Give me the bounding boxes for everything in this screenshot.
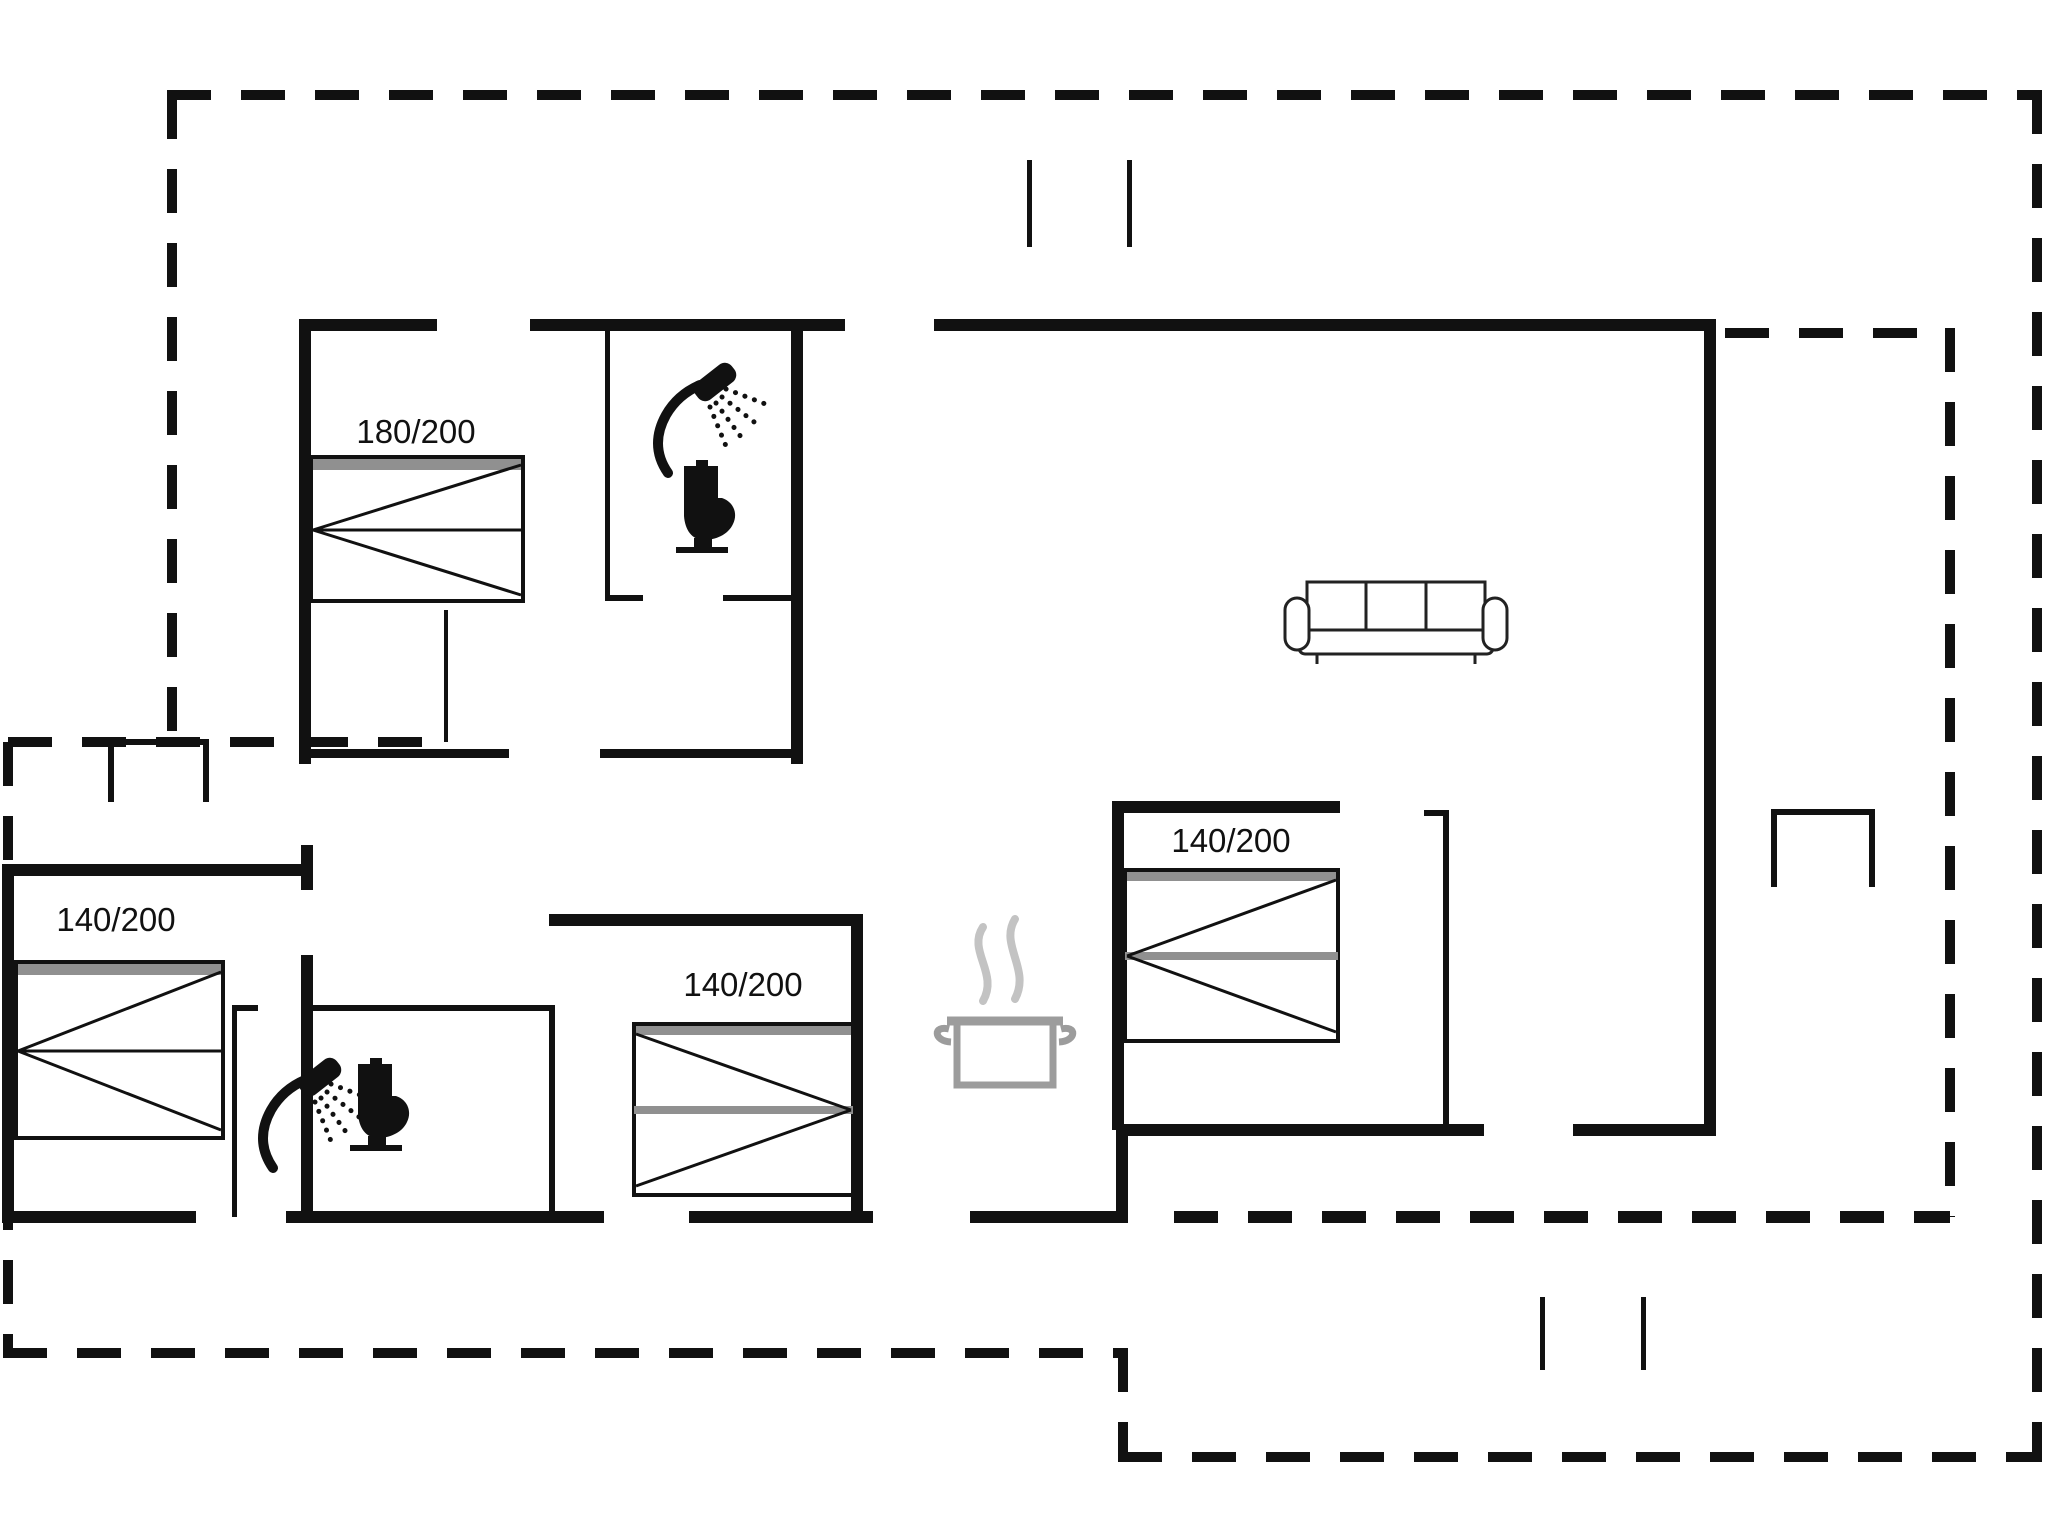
wall-south-3	[689, 1211, 873, 1223]
boundary-top	[167, 90, 2042, 100]
boundary-left-upper	[167, 95, 177, 747]
cooking-pot-icon	[933, 915, 1077, 1089]
bed-2-label: 140/200	[683, 966, 803, 1003]
bed-3-label: 140/200	[1171, 822, 1291, 859]
wall-bath1-left	[605, 325, 610, 600]
bed-4	[14, 960, 225, 1140]
terrace-right-top	[1725, 328, 1950, 338]
terrace-u-icon-left	[108, 739, 209, 802]
wall-bedroom2-top	[549, 914, 860, 926]
shower-icon	[653, 362, 771, 478]
wall-north-1	[305, 319, 437, 331]
wall-bedroom1-left	[299, 319, 311, 764]
wall-south-4	[970, 1211, 1128, 1223]
wall-se-connector	[1116, 1124, 1128, 1223]
wall-entry-connector	[444, 610, 448, 742]
wall-south-2	[286, 1211, 604, 1223]
bed-4-label: 140/200	[56, 901, 176, 938]
wall-bedroom1-bottom	[305, 749, 509, 758]
wall-north-3	[934, 319, 1716, 331]
terrace-door-tick-south-1	[1540, 1297, 1545, 1370]
toilet-icon-2	[350, 1058, 410, 1151]
wall-bath2-left	[232, 1005, 237, 1217]
wall-bath1-bottom-1	[605, 595, 643, 601]
boundary-left-connector	[8, 737, 440, 747]
wall-south-1	[8, 1211, 196, 1223]
bed-3	[1123, 868, 1340, 1043]
bed-1-label: 180/200	[356, 413, 476, 450]
wall-bath2-top-1	[232, 1005, 258, 1011]
wall-bedroom4-right-a	[301, 845, 313, 890]
wall-bedroom3-right	[1443, 810, 1449, 1130]
wall-bedroom3-door-stub	[1424, 810, 1449, 816]
boundary-bottom-right	[1118, 1452, 2042, 1462]
wall-south-right-2	[1573, 1124, 1716, 1136]
terrace-right-side	[1945, 328, 1955, 1217]
shower-icon-2	[258, 1057, 376, 1173]
terrace-door-tick-south-2	[1641, 1297, 1646, 1370]
terrace-door-tick-north-1	[1027, 160, 1032, 247]
wall-west-lower	[2, 864, 14, 1223]
terrace-u-icon-right	[1771, 809, 1875, 887]
toilet-icon	[676, 460, 736, 553]
wall-bath2-right	[549, 1005, 555, 1217]
steam-icon	[974, 923, 992, 1005]
boundary-bottom-left	[3, 1348, 1128, 1358]
wall-bath1-bottom-2	[723, 595, 797, 601]
bed-1	[309, 455, 525, 603]
wall-bedroom3-top	[1118, 801, 1340, 813]
building-line-dashed	[1174, 1211, 1950, 1223]
wall-bath1-right	[791, 319, 803, 764]
bed-2	[632, 1022, 855, 1197]
wall-living-right	[1704, 319, 1716, 1136]
wall-bedroom3-left	[1112, 801, 1124, 1130]
terrace-door-tick-north-2	[1127, 160, 1132, 247]
wall-south-right-1	[1118, 1124, 1484, 1136]
boundary-right	[2032, 90, 2042, 1462]
sofa-icon	[1283, 580, 1509, 664]
wall-hall-top	[600, 749, 798, 758]
boundary-step	[1118, 1348, 1128, 1462]
wall-bedroom4-top	[2, 864, 313, 876]
wall-bath2-top-2	[310, 1005, 552, 1011]
